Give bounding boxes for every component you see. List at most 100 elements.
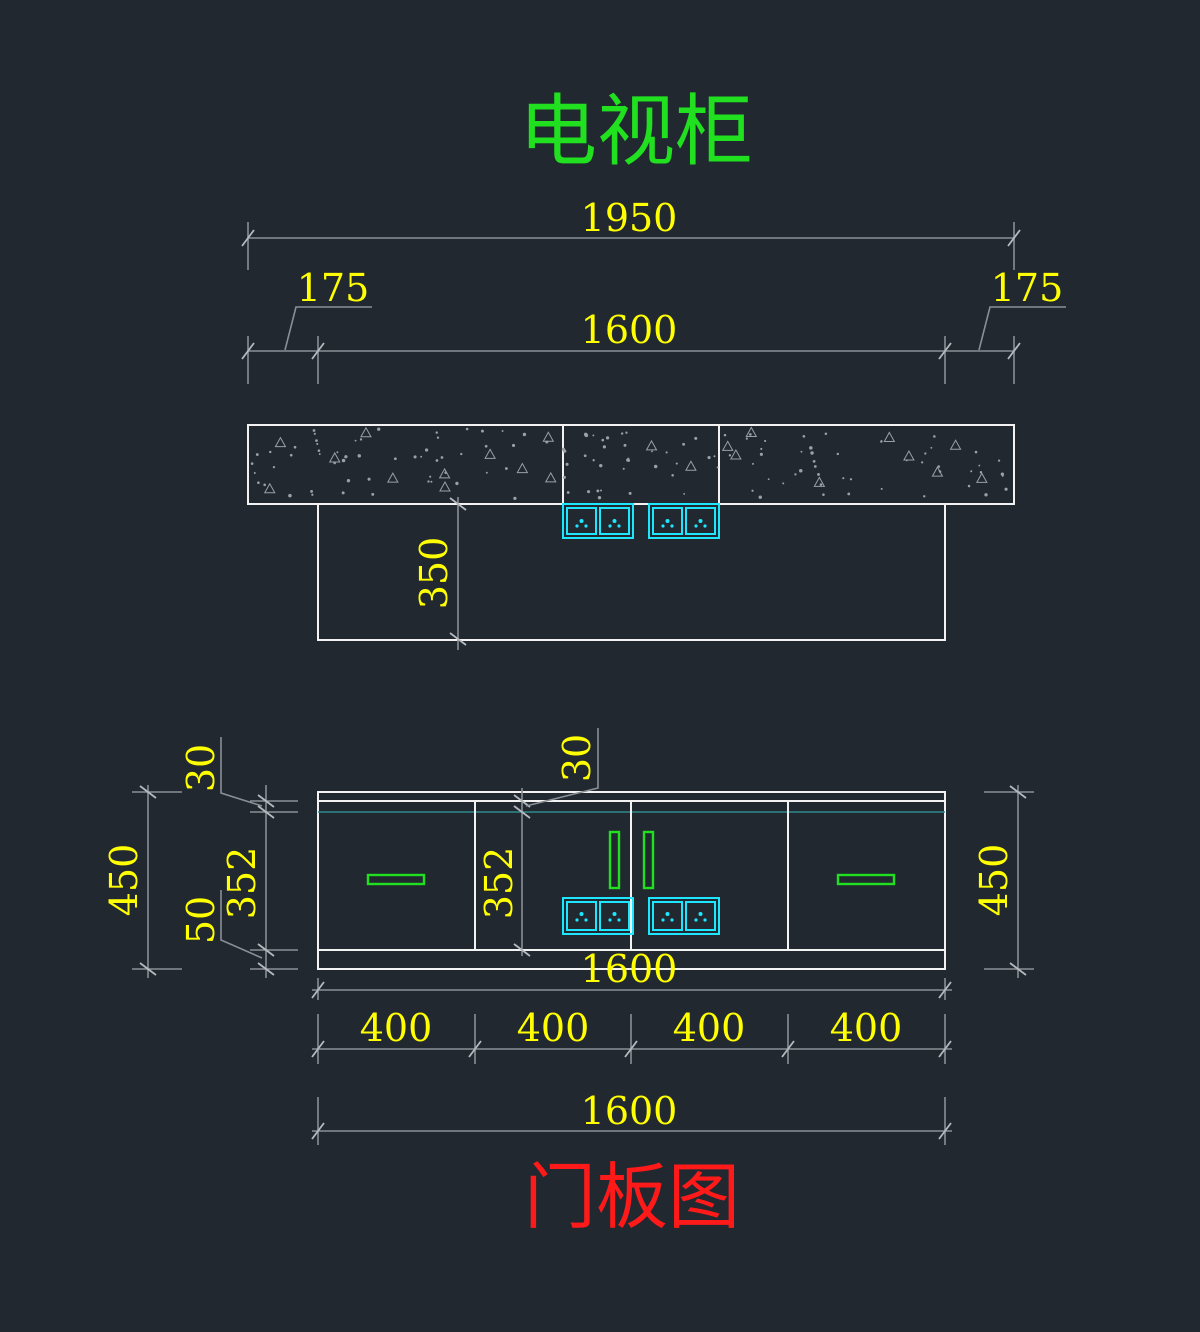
stone-speck [842,477,845,480]
stone-speck [817,473,820,476]
elevation-sockets [562,897,720,935]
stone-speck [359,438,363,441]
stone-speck [583,454,587,458]
stone-speck [587,490,591,494]
stone-speck [723,433,727,437]
stone-speck [465,427,469,431]
stone-speck [602,445,606,449]
stone-speck [713,455,716,458]
stone-speck [974,450,978,454]
stone-speck [847,492,851,496]
stone-speck [809,446,813,450]
stone-speck [293,445,297,449]
stone-speck [313,432,316,435]
stone-speck [583,432,588,437]
stone-speck [315,439,318,442]
stone-speck [424,448,429,452]
stone-speck [978,464,981,467]
door-handles [366,830,896,890]
stone-speck [596,489,600,493]
stone-speck [357,454,361,458]
stone-aggregate [685,460,697,471]
stone-speck [683,492,686,495]
dim-text-400-2: 400 [517,1006,590,1050]
stone-speck [802,435,806,438]
dim-text-1600-bottom: 1600 [581,1089,678,1133]
stone-speck [310,489,313,493]
elevation-cabinet [317,791,946,970]
stone-speck [420,455,423,458]
stone-speck [263,483,266,487]
stone-aggregate [360,426,372,438]
dim-text-1950: 1950 [581,196,678,240]
dim-text-400-4: 400 [830,1006,903,1050]
stone-speck [627,459,631,462]
drawing-title: 电视柜 [519,87,753,177]
dim-text-175-left: 175 [297,266,370,310]
plan-countertop [247,424,1015,505]
dim-inner-width-1600: 1600 [311,947,952,1000]
stone-speck [367,477,371,481]
door-handle-icon [608,830,621,890]
stone-speck [880,487,883,490]
door-handle-icon [366,873,426,886]
stone-speck [393,457,397,461]
stone-speck [485,471,488,474]
stone-speck [460,452,463,456]
stone-speck [800,450,803,453]
stone-speck [272,465,276,469]
stone-speck [759,452,763,456]
stone-speck [377,427,381,431]
stone-speck [455,481,459,486]
stone-speck [341,458,346,463]
dim-text-30-left: 30 [179,744,223,792]
stone-speck [810,451,814,455]
stone-aggregate [645,439,658,451]
stone-speck [257,481,260,485]
stone-texture [250,426,1008,501]
dim-text-352-center: 352 [477,847,521,920]
stone-speck [371,492,375,496]
stone-speck [628,491,632,495]
stone-speck [824,432,828,435]
dim-depth-350: 350 [412,497,467,650]
stone-speck [316,442,319,445]
stone-speck [819,483,823,486]
plan-sockets [562,503,720,539]
stone-speck [336,451,339,454]
dim-inner-left: 30 352 50 [179,737,298,978]
stone-speck [311,493,314,496]
stone-speck [288,493,292,498]
stone-speck [255,453,259,456]
stone-speck [625,431,628,434]
stone-speck [605,436,610,440]
stone-speck [748,433,752,436]
stone-speck [997,459,1001,462]
stone-speck [436,436,440,439]
stone-speck [930,446,933,449]
stone-speck [312,429,316,432]
stone-speck [250,462,254,465]
stone-speck [600,489,603,492]
stone-speck [341,491,345,495]
stone-speck [622,467,625,470]
stone-speck [344,455,348,459]
dim-total-1600: 1600 [311,1089,952,1145]
stone-speck [716,466,719,469]
stone-speck [1004,487,1008,491]
stone-aggregate [730,448,742,460]
stone-speck [511,443,516,448]
stone-speck [794,473,797,476]
stone-speck [813,465,817,468]
stone-speck [269,450,272,454]
stone-speck [427,480,430,483]
stone-speck [289,453,293,457]
stone-speck [620,432,624,435]
dim-body-1600: 1600 175 175 [241,266,1066,384]
stone-speck [354,439,357,442]
stone-speck [675,462,678,465]
stone-speck [671,474,674,477]
stone-aggregate [542,431,555,442]
stone-speck [970,470,973,473]
